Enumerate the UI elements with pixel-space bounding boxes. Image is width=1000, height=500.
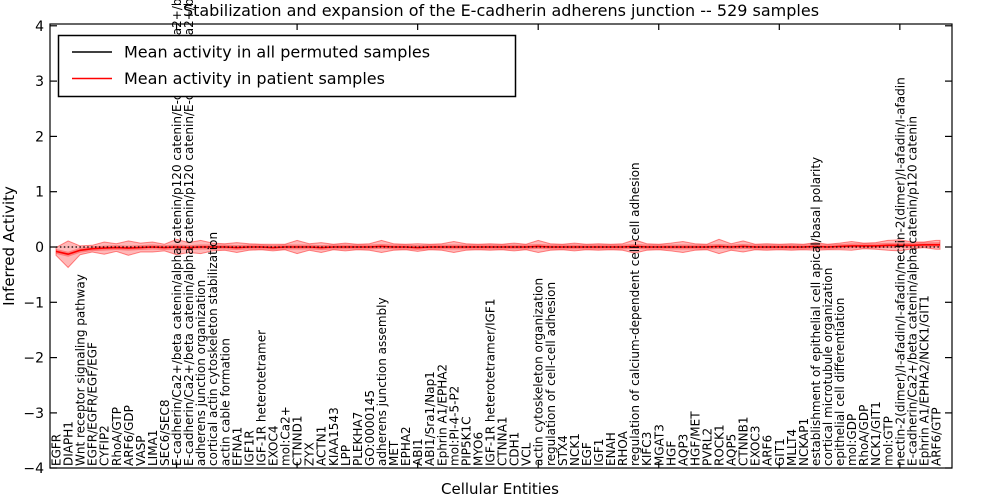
entity-label: KIFC3 — [640, 432, 654, 466]
entity-label: PLEKHA7 — [351, 412, 365, 466]
entity-label: Wnt receptor signaling pathway — [74, 274, 88, 466]
y-tick-label: 1 — [35, 185, 44, 201]
entity-label: ZYX — [303, 442, 317, 466]
y-tick-label: 4 — [35, 19, 44, 35]
y-tick-label: −1 — [23, 295, 44, 311]
entity-label: STX4 — [556, 435, 570, 466]
entity-label: CTNND1 — [291, 415, 305, 466]
y-axis-label: Inferred Activity — [0, 186, 18, 306]
entity-label: mol:GTP — [881, 416, 895, 466]
entity-label: PVRL2 — [701, 428, 715, 466]
entity-label: CTNNB1 — [737, 416, 751, 466]
entity-label: LPP — [339, 445, 353, 466]
entity-label: ENAH — [604, 432, 618, 466]
entity-label: IGF-1R heterotetramer/IGF1 — [484, 299, 498, 466]
entity-label: establishment of epithelial cell apical/… — [809, 157, 823, 466]
legend-box — [57, 34, 517, 98]
entity-label: cortical microtubule organization — [821, 268, 835, 466]
entity-label: mol:Ca2+ — [279, 406, 293, 466]
legend-entry-label: Mean activity in patient samples — [124, 69, 385, 88]
y-tick-label: −3 — [23, 406, 44, 422]
entity-label: RHOA — [616, 430, 630, 466]
x-axis-label: Cellular Entities — [441, 480, 559, 498]
entity-label: AQP3 — [676, 434, 690, 466]
entity-label: nectin-2(dimer)/I-afadin/I-afadin/nectin… — [893, 77, 907, 466]
entity-label: SEC6/SEC8 — [158, 400, 172, 466]
entity-label: NCK1 — [568, 433, 582, 466]
y-tick-label: −4 — [23, 461, 44, 477]
entity-label: regulation of cell-cell adhesion — [544, 282, 558, 466]
legend: Mean activity in all permuted samplesMea… — [57, 34, 517, 98]
entity-label: RhoA/GTP — [110, 407, 124, 466]
entity-label: ARF6 — [761, 435, 775, 466]
legend-entry-label: Mean activity in all permuted samples — [124, 43, 430, 62]
entity-label: regulation of calcium-dependent cell-cel… — [628, 162, 642, 466]
entity-label: KIAA1543 — [327, 407, 341, 466]
chart-title: Stabilization and expansion of the E-cad… — [183, 1, 819, 20]
entity-label: DIAPH1 — [62, 421, 76, 466]
entity-label: RhoA/GDP — [857, 405, 871, 466]
entity-label: MLLT4 — [785, 429, 799, 466]
entity-label: IGF1 — [592, 439, 606, 466]
entity-label: E-cadherin/Ca2+/beta catenin/alpha caten… — [182, 0, 196, 466]
y-tick-label: 2 — [35, 129, 44, 145]
entity-label: EGFR/EGFR/EGF/EGF — [86, 342, 100, 466]
entity-label: VASP — [134, 435, 148, 466]
entity-label: IGF-1R heterotetramer — [254, 330, 268, 466]
entity-label: GIT1 — [773, 438, 787, 466]
entity-label: E-cadherin/Ca2+/beta catenin/alpha caten… — [905, 116, 919, 466]
entity-label: mol:GDP — [845, 414, 859, 466]
entity-label: MGAT3 — [652, 424, 666, 466]
entity-label: HGF/MET — [688, 411, 702, 466]
entity-label: cortical actin cytoskeleton stabilizatio… — [206, 232, 220, 466]
entity-label: ABI1 — [411, 438, 425, 466]
entity-label: CTNNA1 — [496, 416, 510, 466]
entity-label: EGF — [580, 442, 594, 466]
y-tick-label: −2 — [23, 351, 44, 367]
tick-marks-layer — [50, 24, 952, 469]
entity-label: GO:0000145 — [363, 390, 377, 466]
y-tick-label: 3 — [35, 74, 44, 90]
entity-label: adherens junction organization — [194, 280, 208, 466]
entity-label: ABI1/Sra1/Nap1 — [423, 371, 437, 466]
entity-label: CYFIP2 — [98, 425, 112, 466]
entity-label: adherens junction assembly — [375, 297, 389, 466]
entity-label: AQP5 — [725, 434, 739, 466]
entity-label: LIMA1 — [146, 430, 160, 466]
entity-label: MYO6 — [471, 432, 485, 466]
y-tick-label: 0 — [35, 240, 44, 256]
entity-label: E-cadherin/Ca2+/beta catenin/alpha caten… — [170, 0, 184, 466]
entity-label: NCKAP1 — [797, 418, 811, 466]
entity-label: ARF6/GTP — [930, 407, 944, 466]
entity-label: ARF6/GDP — [122, 405, 136, 466]
entity-label: ACTN1 — [315, 426, 329, 466]
entity-label: EXOC3 — [749, 426, 763, 467]
entity-label: MET — [387, 440, 401, 466]
entity-label: actin cable formation — [218, 338, 232, 466]
plot-border — [49, 23, 953, 469]
entity-label: HGF — [664, 441, 678, 466]
entity-label: EPHA2 — [399, 426, 413, 466]
entity-label: NCK1/GIT1 — [869, 401, 883, 466]
entity-label: EFNA1 — [230, 427, 244, 466]
entity-label: actin cytoskeleton organization — [532, 278, 546, 466]
series-lines-layer — [55, 244, 940, 256]
entity-label: mol:PI-4-5-P2 — [447, 386, 461, 466]
entity-label: Ephrin A1/EPHA2 — [435, 364, 449, 466]
entity-label: IGF1R — [242, 430, 256, 466]
entity-label: EXOC4 — [267, 426, 281, 467]
entity-label: EGFR — [50, 434, 64, 466]
entity-label: epithelial cell differentiation — [833, 298, 847, 466]
entity-label: PIP5K1C — [459, 416, 473, 466]
entity-label: Ephrin A1/EPHA2/NCK1/GIT1 — [918, 295, 932, 466]
entity-label: VCL — [520, 442, 534, 466]
entity-label: ROCK1 — [713, 424, 727, 466]
y-tick-labels: 4 3 2 1 0 −1 −2 −3 −4 — [23, 19, 44, 477]
entity-label: CDH1 — [508, 432, 522, 466]
